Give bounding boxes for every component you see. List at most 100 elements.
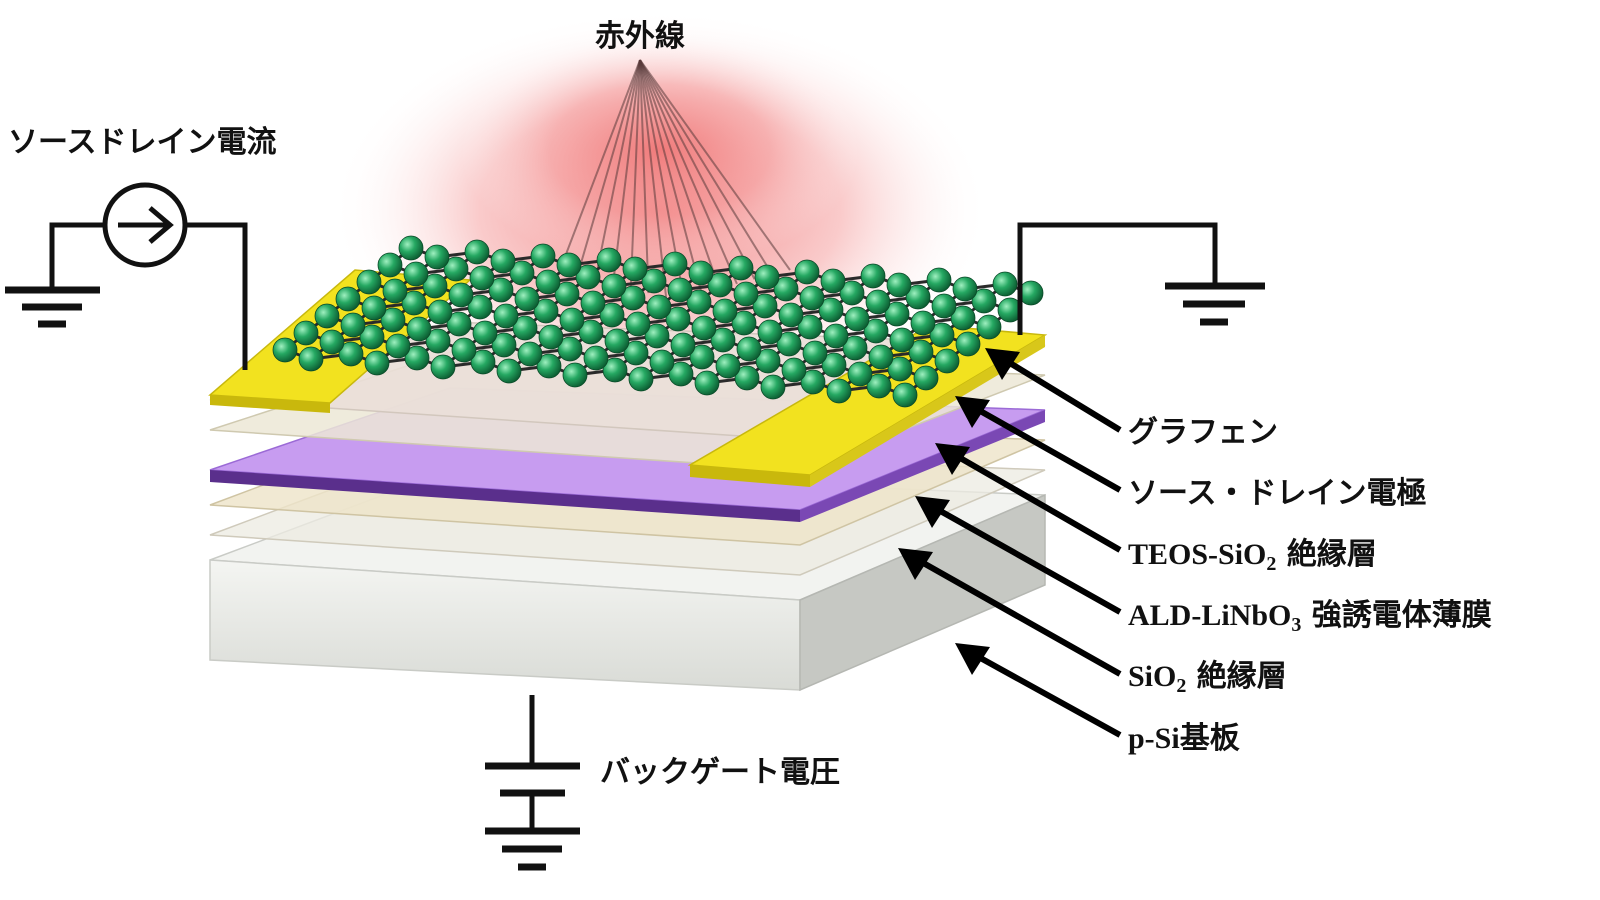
carbon-atom <box>472 320 498 346</box>
carbon-atom <box>929 322 955 348</box>
layer-label-sio2-prefix: SiO <box>1128 660 1176 693</box>
layer-label-linbo3-suffix: 強誘電体薄膜 <box>1301 598 1491 633</box>
carbon-atom <box>356 269 382 295</box>
infrared-ray <box>639 59 774 276</box>
infrared-label: 赤外線 <box>595 19 685 54</box>
infrared-ray <box>639 59 721 289</box>
arrow-electrode <box>955 396 1122 493</box>
carbon-atom <box>952 276 978 302</box>
carbon-atom <box>335 286 361 312</box>
carbon-atom <box>538 324 564 350</box>
carbon-atom <box>427 299 453 325</box>
carbon-atom <box>554 281 580 307</box>
carbon-atom <box>517 341 543 367</box>
infrared-ray <box>639 59 738 285</box>
carbon-atom <box>512 315 538 341</box>
carbon-atom <box>823 323 849 349</box>
carbon-atom <box>689 344 715 370</box>
back-gate-voltage-label: バックゲート電圧 <box>600 755 840 790</box>
layer-label-substrate-prefix: p-Si <box>1128 722 1180 755</box>
carbon-atom <box>646 294 672 320</box>
carbon-atom <box>866 373 892 399</box>
carbon-atom <box>710 327 736 353</box>
layer-label-substrate-suffix: 基板 <box>1180 721 1240 756</box>
current-source-icon <box>102 182 188 268</box>
carbon-atom <box>839 280 865 306</box>
carbon-atom <box>443 256 469 282</box>
carbon-atom <box>752 293 778 319</box>
back-gate-circuit <box>485 695 580 871</box>
infrared-ray <box>576 59 641 275</box>
carbon-atom <box>556 252 582 278</box>
carbon-atom <box>622 256 648 282</box>
carbon-atom <box>530 243 556 269</box>
carbon-atom <box>910 310 936 336</box>
carbon-atom <box>905 284 931 310</box>
arrow-substrate <box>955 643 1122 738</box>
carbon-atom <box>868 344 894 370</box>
carbon-atom <box>559 307 585 333</box>
carbon-atom <box>644 323 670 349</box>
carbon-atom <box>886 272 912 298</box>
carbon-atom <box>583 345 609 371</box>
infrared-glow <box>330 10 990 410</box>
carbon-atom <box>377 252 403 278</box>
layer-label-substrate: p-Si基板 <box>1128 721 1240 756</box>
arrow-graphene <box>985 348 1122 433</box>
carbon-atom <box>892 382 918 408</box>
carbon-atom <box>971 288 997 314</box>
carbon-atom <box>340 312 366 338</box>
layer-label-sio2-sub: 2 <box>1176 675 1186 697</box>
layer-label-teos-suffix: 絶縁層 <box>1276 537 1376 572</box>
carbon-atom <box>575 264 601 290</box>
carbon-atom <box>826 378 852 404</box>
carbon-atom <box>934 348 960 374</box>
carbon-atom <box>623 340 649 366</box>
carbon-atom <box>688 260 714 286</box>
drain-ground-circuit <box>1017 222 1265 335</box>
carbon-atom <box>380 307 406 333</box>
carbon-atom <box>728 255 754 281</box>
layer-label-electrode: ソース・ドレイン電極 <box>1128 476 1427 511</box>
carbon-atom <box>451 337 477 363</box>
ground-icon <box>485 827 580 871</box>
carbon-atom <box>712 298 738 324</box>
layer-arrows <box>898 348 1122 738</box>
carbon-atom <box>496 358 522 384</box>
graphene-lattice <box>272 235 1044 408</box>
carbon-atom <box>364 350 390 376</box>
carbon-atom <box>422 273 448 299</box>
carbon-atom <box>580 290 606 316</box>
carbon-atom <box>707 272 733 298</box>
carbon-atom <box>293 320 319 346</box>
carbon-atom <box>359 324 385 350</box>
carbon-atom <box>490 248 516 274</box>
carbon-atom <box>820 268 846 294</box>
carbon-atom <box>491 332 517 358</box>
infrared-ray <box>559 59 641 271</box>
carbon-atom <box>913 365 939 391</box>
carbon-atom <box>781 357 807 383</box>
carbon-atom <box>757 319 783 345</box>
source-drain-current-label: ソースドレイン電流 <box>8 125 277 160</box>
carbon-atom <box>469 265 495 291</box>
carbon-atom <box>272 337 298 363</box>
carbon-atom <box>536 353 562 379</box>
carbon-atom <box>865 289 891 315</box>
layer-label-sio2: SiO2 絶縁層 <box>1128 659 1287 697</box>
carbon-atom <box>338 341 364 367</box>
carbon-atom <box>448 282 474 308</box>
carbon-atom <box>662 251 688 277</box>
carbon-atom <box>755 348 781 374</box>
carbon-atom <box>533 298 559 324</box>
carbon-atom <box>467 294 493 320</box>
infrared-ray <box>639 59 703 294</box>
carbon-atom <box>628 366 654 392</box>
carbon-atom <box>488 277 514 303</box>
arrow-teos <box>935 443 1122 553</box>
carbon-atom <box>908 339 934 365</box>
infrared-ray <box>639 59 650 294</box>
arrow-sio2 <box>898 548 1122 677</box>
carbon-atom <box>398 235 424 261</box>
